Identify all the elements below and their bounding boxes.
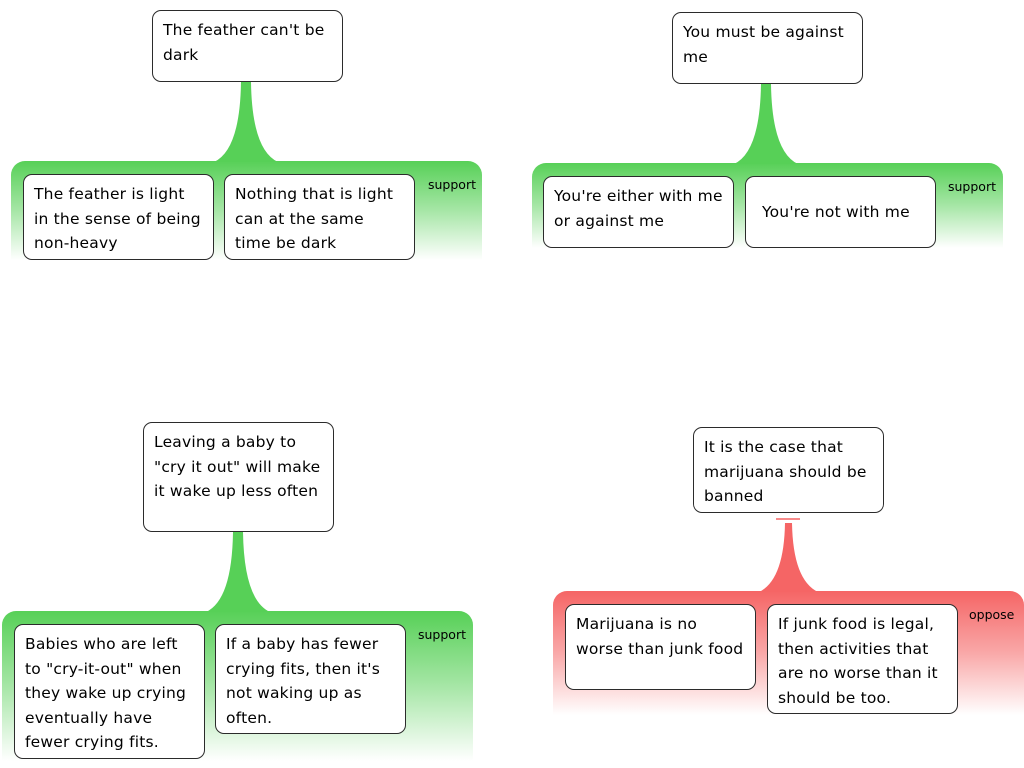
premise-text-1a: The feather is light in the sense of bei… <box>34 185 201 252</box>
premise-box-4b[interactable]: If junk food is legal, then activities t… <box>767 604 958 714</box>
premise-box-3a[interactable]: Babies who are left to "cry-it-out" when… <box>14 624 205 759</box>
claim-box-4[interactable]: It is the case that marijuana should be … <box>693 427 884 513</box>
premise-box-1b[interactable]: Nothing that is light can at the same ti… <box>224 174 415 260</box>
premise-box-3b[interactable]: If a baby has fewer crying fits, then it… <box>215 624 406 734</box>
support-connector-2 <box>734 84 798 164</box>
premise-text-4b: If junk food is legal, then activities t… <box>778 615 938 707</box>
premise-text-1b: Nothing that is light can at the same ti… <box>235 185 394 252</box>
claim-text-2: You must be against me <box>683 23 844 66</box>
claim-text-3: Leaving a baby to "cry it out" will make… <box>154 433 321 500</box>
premise-box-4a[interactable]: Marijuana is no worse than junk food <box>565 604 756 690</box>
premise-text-3a: Babies who are left to "cry-it-out" when… <box>25 635 187 751</box>
support-connector-3 <box>206 532 270 612</box>
premise-box-1a[interactable]: The feather is light in the sense of bei… <box>23 174 214 260</box>
premise-box-2b[interactable]: You're not with me <box>745 176 936 248</box>
claim-box-3[interactable]: Leaving a baby to "cry it out" will make… <box>143 422 334 532</box>
premise-text-3b: If a baby has fewer crying fits, then it… <box>226 635 381 727</box>
oppose-connector-4 <box>759 523 818 592</box>
claim-text-1: The feather can't be dark <box>163 21 325 64</box>
premise-text-2a: You're either with me or against me <box>554 187 723 230</box>
relation-label-3: support <box>418 627 466 642</box>
support-connector-1 <box>214 82 278 162</box>
relation-label-4: oppose <box>969 607 1015 622</box>
premise-text-2b: You're not with me <box>762 202 910 221</box>
relation-label-1: support <box>428 177 476 192</box>
claim-text-4: It is the case that marijuana should be … <box>704 438 867 505</box>
claim-box-1[interactable]: The feather can't be dark <box>152 10 343 82</box>
relation-label-2: support <box>948 179 996 194</box>
claim-box-2[interactable]: You must be against me <box>672 12 863 84</box>
premise-text-4a: Marijuana is no worse than junk food <box>576 615 744 658</box>
premise-box-2a[interactable]: You're either with me or against me <box>543 176 734 248</box>
